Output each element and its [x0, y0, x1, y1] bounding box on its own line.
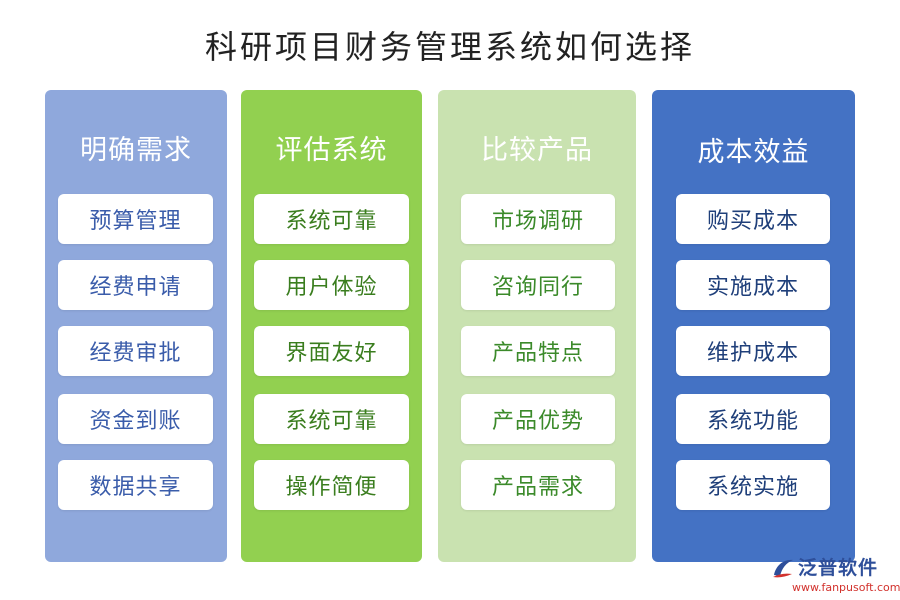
list-item: 维护成本: [676, 326, 830, 376]
column-header: 比较产品: [481, 135, 593, 166]
list-item: 系统可靠: [254, 194, 409, 244]
list-item: 产品优势: [461, 394, 615, 444]
list-item: 系统实施: [676, 460, 830, 510]
brand-logo: 泛普软件 www.fanpusoft.com: [770, 553, 900, 597]
logo-name: 泛普软件: [798, 557, 879, 579]
list-item: 购买成本: [676, 194, 830, 244]
fanpu-logo-icon: [773, 559, 793, 578]
list-item: 用户体验: [254, 260, 409, 310]
list-item: 系统功能: [676, 394, 830, 444]
list-item: 系统可靠: [254, 394, 409, 444]
list-item: 咨询同行: [461, 260, 615, 310]
column-evaluate-system: 评估系统 系统可靠 用户体验 界面友好 系统可靠 操作简便: [241, 90, 422, 562]
list-item: 实施成本: [676, 260, 830, 310]
list-item: 操作简便: [254, 460, 409, 510]
column-cost-benefit: 成本效益 购买成本 实施成本 维护成本 系统功能 系统实施: [652, 90, 855, 562]
list-item: 界面友好: [254, 326, 409, 376]
list-item: 产品特点: [461, 326, 615, 376]
list-item: 产品需求: [461, 460, 615, 510]
logo-url: www.fanpusoft.com: [792, 581, 900, 594]
list-item: 数据共享: [58, 460, 213, 510]
list-item: 经费审批: [58, 326, 213, 376]
list-item: 资金到账: [58, 394, 213, 444]
column-clarify-needs: 明确需求 预算管理 经费申请 经费审批 资金到账 数据共享: [45, 90, 227, 562]
column-header: 评估系统: [275, 135, 388, 166]
column-compare-products: 比较产品 市场调研 咨询同行 产品特点 产品优势 产品需求: [438, 90, 636, 562]
list-item: 市场调研: [461, 194, 615, 244]
column-header: 成本效益: [697, 137, 810, 168]
list-item: 预算管理: [58, 194, 213, 244]
column-header: 明确需求: [80, 135, 192, 166]
page-title: 科研项目财务管理系统如何选择: [204, 28, 695, 66]
list-item: 经费申请: [58, 260, 213, 310]
